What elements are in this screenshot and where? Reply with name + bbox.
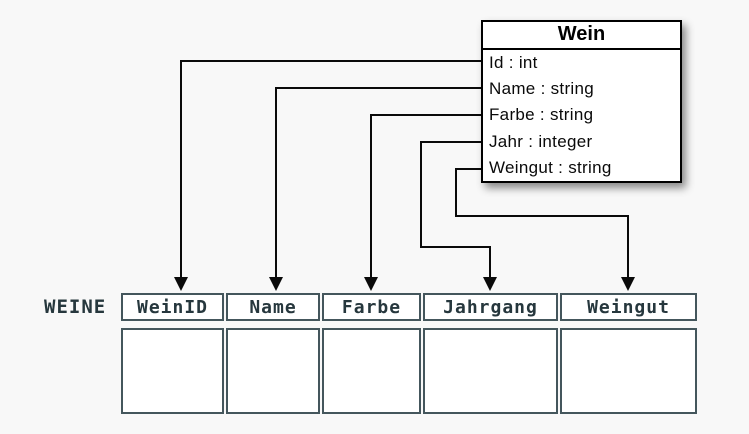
column-header-name: Name — [226, 293, 320, 321]
connector-id-to-weinid — [174, 60, 482, 291]
connector-farbe-to-farbe — [364, 114, 482, 291]
column-header-jahrgang: Jahrgang — [423, 293, 558, 321]
class-attribute: Name : string — [489, 79, 594, 99]
table-body-cell — [322, 328, 421, 414]
table-body-cell — [121, 328, 224, 414]
class-attribute: Farbe : string — [489, 105, 594, 125]
column-header-farbe: Farbe — [322, 293, 421, 321]
table-body-cell — [423, 328, 558, 414]
column-header-weingut: Weingut — [560, 293, 697, 321]
connector-jahr-to-jahrgang — [420, 141, 497, 291]
class-attribute: Id : int — [489, 53, 538, 72]
connector-name-to-name — [269, 87, 482, 291]
connector-weingut-to-weingut — [455, 168, 635, 291]
table-body-cell — [560, 328, 697, 414]
table-body-cell — [226, 328, 320, 414]
table-name-label: WEINE — [44, 296, 107, 318]
table-body-row — [121, 328, 697, 414]
class-attribute: Weingut : string — [489, 157, 612, 177]
class-attribute: Jahr : integer — [489, 131, 593, 151]
class-title: Wein — [483, 22, 680, 50]
column-header-weinid: WeinID — [121, 293, 224, 321]
